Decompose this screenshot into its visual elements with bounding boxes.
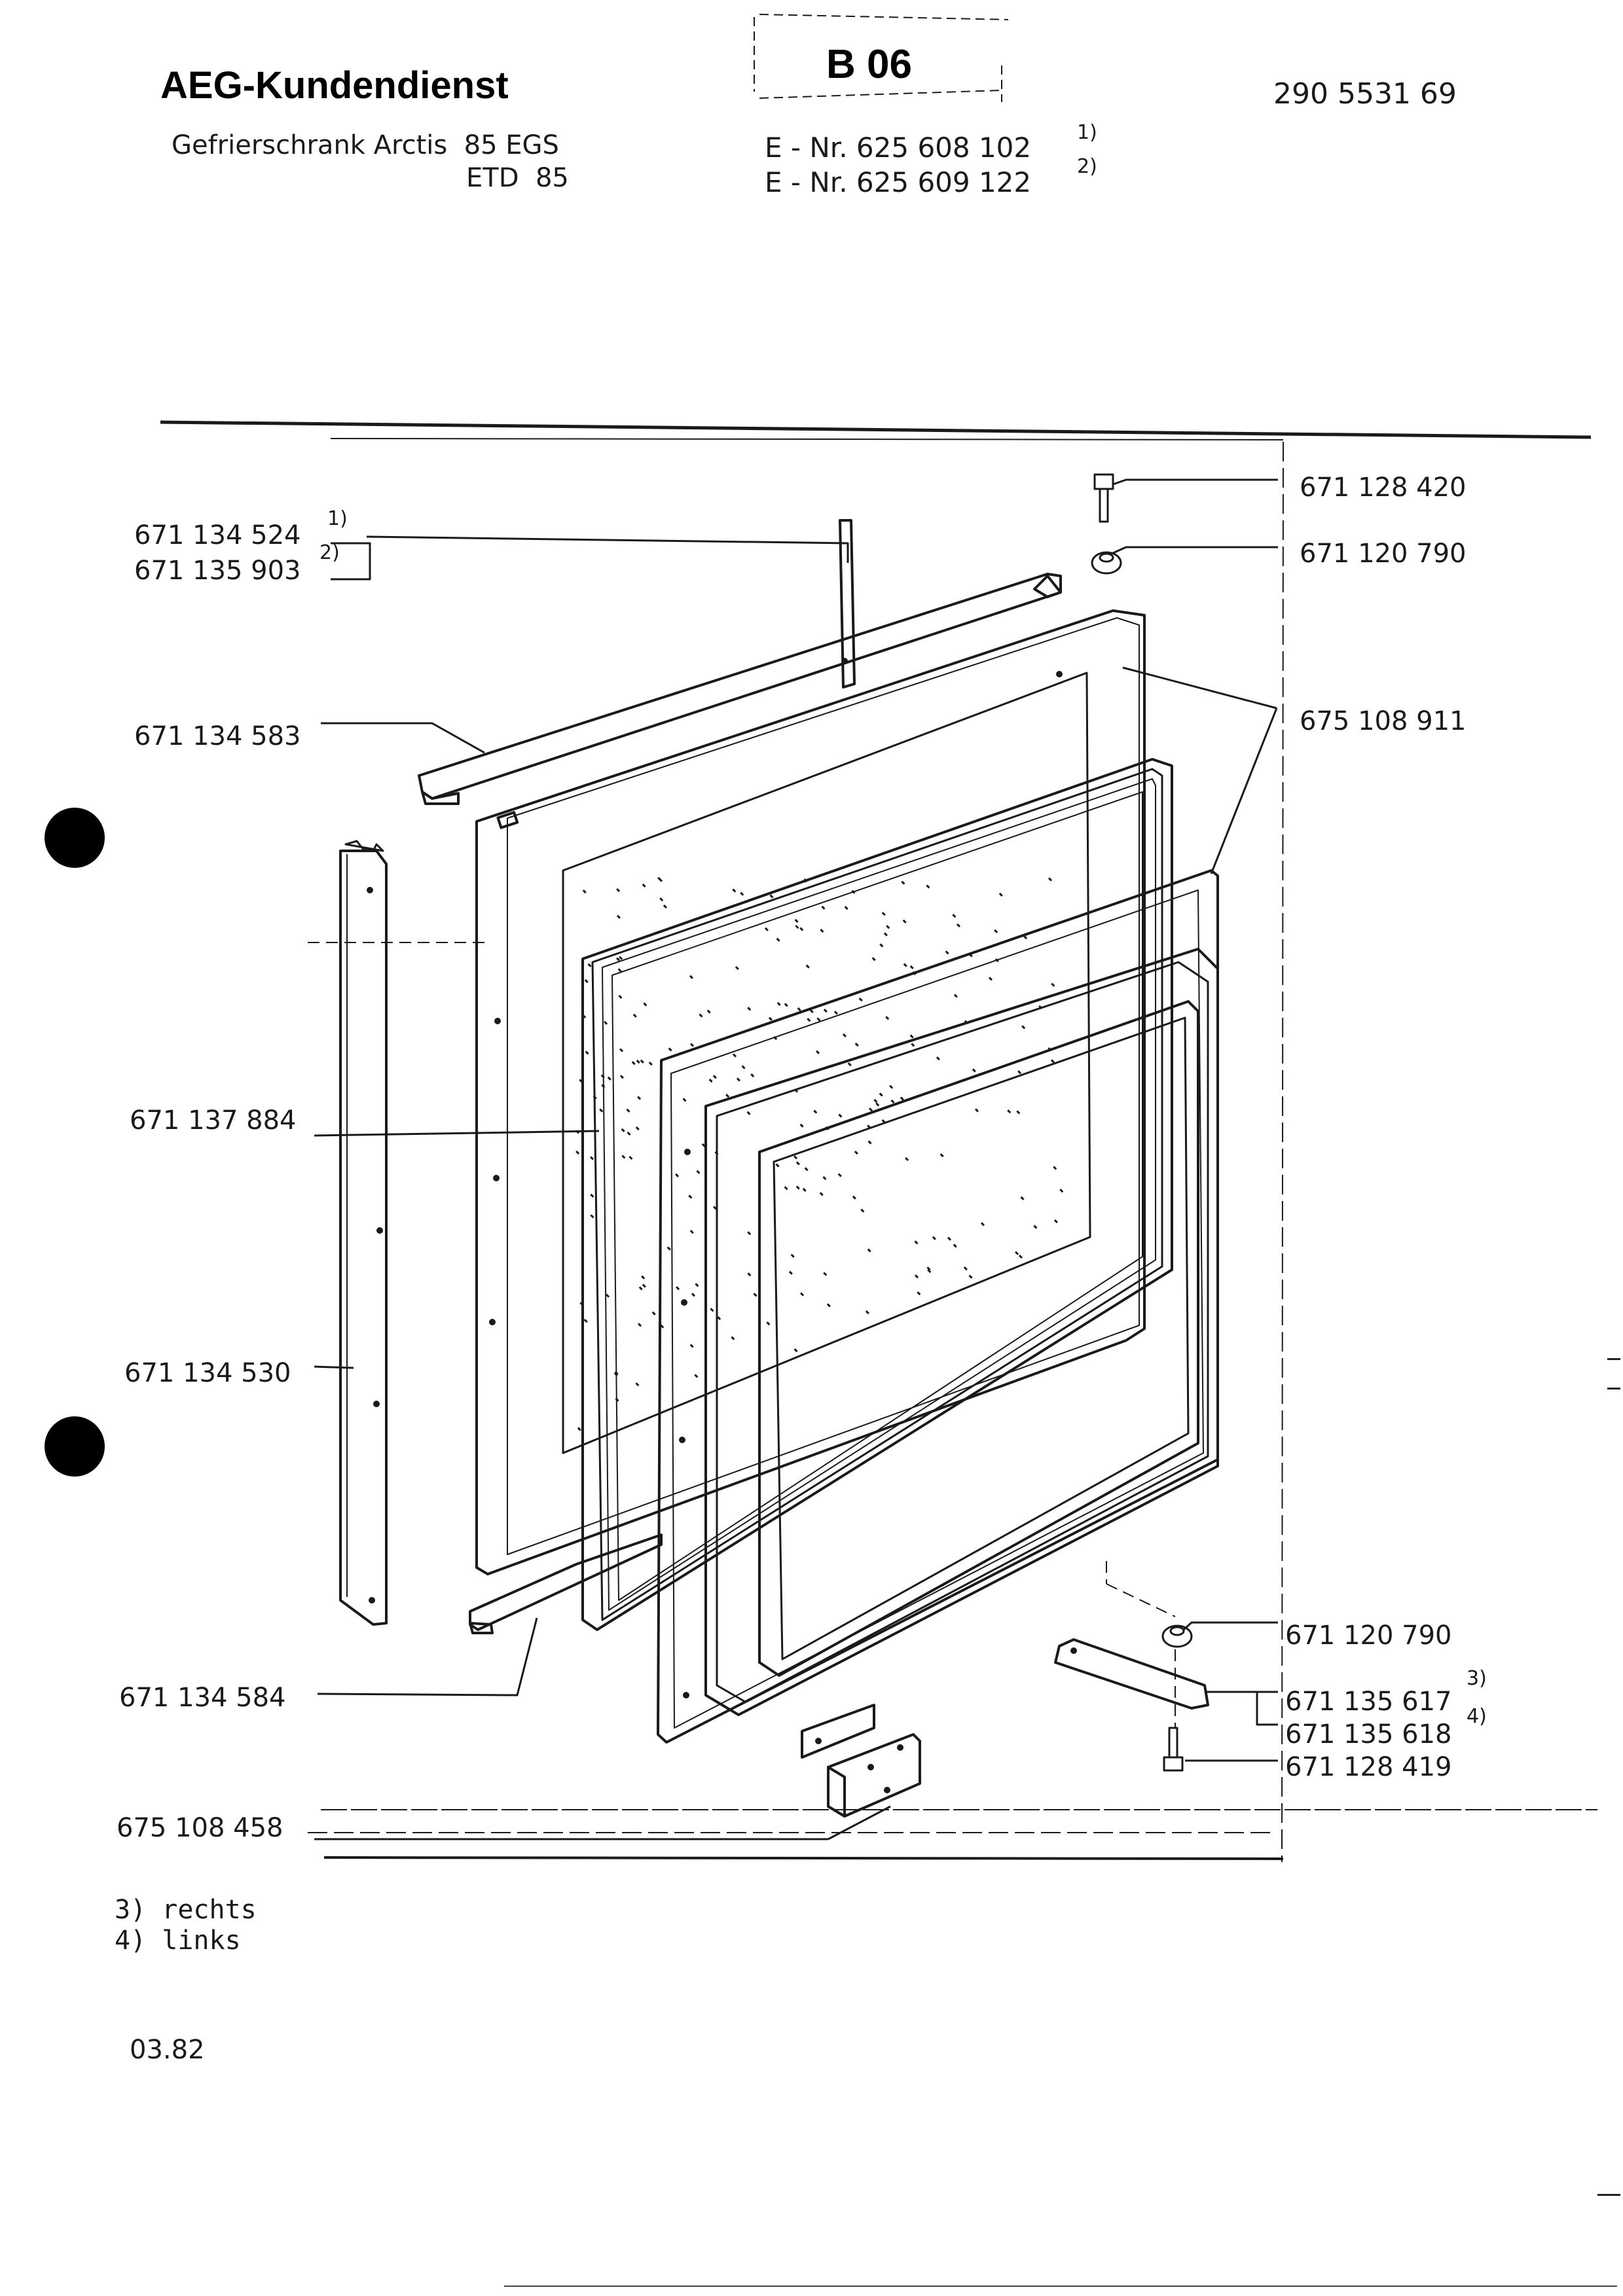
insulation-panel: [562, 672, 1091, 1454]
doc-number: 290 5531 69: [1273, 77, 1457, 111]
bottom-edge-line: [504, 2286, 1617, 2287]
part-label-524: 671 134 524: [134, 520, 301, 550]
part-label-903-footnote: 2): [319, 541, 340, 564]
model-line-2: ETD 85: [466, 163, 569, 193]
top-vertical-rod: [839, 519, 856, 689]
footnote-4: 4) links: [115, 1926, 241, 1956]
footnote-3: 3) rechts: [115, 1895, 257, 1925]
frame-bottom-line: [323, 1856, 1284, 1860]
top-rail-strip: [418, 573, 1062, 805]
part-label-583: 671 134 583: [134, 721, 301, 751]
part-label-911: 675 108 911: [1300, 706, 1467, 736]
frame-top-line-2: [330, 438, 1284, 440]
part-label-530: 671 134 530: [124, 1358, 291, 1388]
top-cap: [1091, 551, 1122, 575]
enr-line-1: E - Nr. 625 608 102: [765, 132, 1032, 164]
rivet-dots: [367, 658, 1077, 1793]
edge-mark-2: [1607, 1388, 1620, 1390]
enr-line-2: E - Nr. 625 609 122: [765, 166, 1032, 198]
part-label-618: 671 135 618: [1285, 1719, 1452, 1749]
part-label-419: 671 128 419: [1285, 1752, 1452, 1782]
brand-title: AEG-Kundendienst: [160, 64, 509, 107]
enr-line-1-footnote: 1): [1077, 121, 1097, 144]
part-label-790-bottom: 671 120 790: [1285, 1621, 1452, 1651]
hinge-bracket: [801, 1704, 921, 1818]
model-line-1: Gefrierschrank Arctis 85 EGS: [172, 130, 559, 160]
door-gasket: [581, 758, 1173, 1631]
left-vertical-strip: [339, 840, 388, 1626]
part-label-420: 671 128 420: [1300, 473, 1467, 503]
part-label-584: 671 134 584: [119, 1683, 286, 1713]
insulation-speckles: [575, 876, 1064, 1431]
punch-hole-upper: [45, 808, 105, 868]
page-code-box: [754, 14, 1009, 102]
frame-right-line: [1281, 441, 1284, 1863]
issue-date: 03.82: [130, 2035, 205, 2065]
part-label-903: 671 135 903: [134, 556, 301, 586]
hinge-plate: [1054, 1638, 1209, 1710]
door-outer-panel: [475, 609, 1146, 1575]
part-label-458: 675 108 458: [117, 1813, 283, 1843]
part-label-617: 671 135 617: [1285, 1687, 1452, 1717]
top-screw: [1093, 473, 1114, 523]
edge-mark-3: [1597, 2194, 1620, 2196]
part-label-524-footnote: 1): [327, 507, 348, 530]
inner-door-liner: [657, 869, 1219, 1744]
enr-line-2-footnote: 2): [1077, 155, 1097, 178]
part-label-790-top: 671 120 790: [1300, 539, 1467, 569]
part-label-618-footnote: 4): [1467, 1705, 1487, 1728]
part-label-617-footnote: 3): [1467, 1667, 1487, 1690]
page-code: B 06: [826, 42, 912, 87]
bottom-screw: [1163, 1727, 1184, 1772]
edge-mark-1: [1607, 1358, 1620, 1360]
bottom-rail-strip: [469, 1534, 663, 1634]
part-label-884: 671 137 884: [130, 1105, 297, 1136]
frame-top-line: [160, 420, 1592, 439]
bottom-cap: [1161, 1624, 1193, 1648]
punch-hole-lower: [45, 1416, 105, 1477]
leader-lines: [314, 478, 1278, 1840]
